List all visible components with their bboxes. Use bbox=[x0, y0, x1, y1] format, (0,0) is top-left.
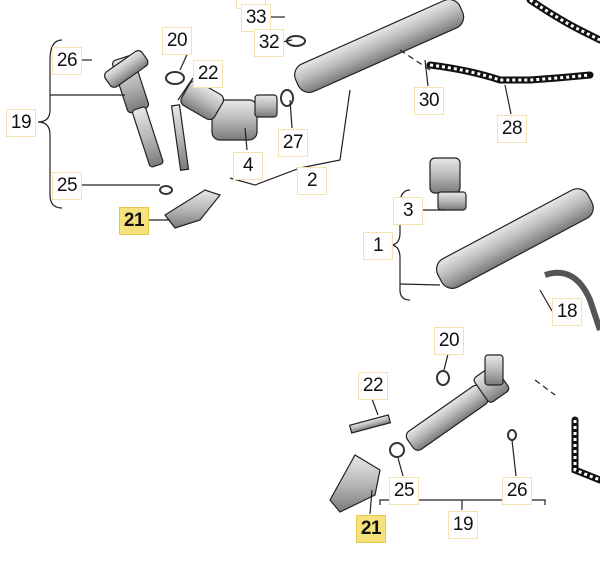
callout-19-upper[interactable]: 19 bbox=[6, 109, 36, 137]
bolt-lower bbox=[348, 414, 392, 434]
callout-4[interactable]: 4 bbox=[233, 152, 263, 180]
injector-lower-connector bbox=[484, 354, 504, 386]
callout-25-upper[interactable]: 25 bbox=[52, 172, 82, 200]
callout-20-upper[interactable]: 20 bbox=[162, 27, 192, 55]
callout-19-lower[interactable]: 19 bbox=[448, 511, 478, 539]
callout-2[interactable]: 2 bbox=[297, 167, 327, 195]
callout-27[interactable]: 27 bbox=[278, 129, 308, 157]
callout-26-lower[interactable]: 26 bbox=[502, 477, 532, 505]
clamp-lower bbox=[329, 454, 381, 513]
injector-upper-head bbox=[104, 50, 149, 88]
callout-32[interactable]: 32 bbox=[254, 29, 284, 57]
callout-21-upper-highlighted[interactable]: 21 bbox=[119, 207, 149, 235]
callout-21-lower-highlighted[interactable]: 21 bbox=[356, 515, 386, 543]
hose-lower bbox=[571, 416, 600, 484]
clamp-upper bbox=[164, 189, 222, 229]
hose-28 bbox=[426, 61, 594, 84]
bolt-upper bbox=[170, 104, 190, 171]
callout-25-lower[interactable]: 25 bbox=[389, 477, 419, 505]
callout-1[interactable]: 1 bbox=[363, 232, 393, 260]
callout-33[interactable]: 33 bbox=[241, 4, 271, 32]
callout-20-lower[interactable]: 20 bbox=[434, 327, 464, 355]
callout-3[interactable]: 3 bbox=[393, 197, 423, 225]
fuel-rail-lower bbox=[435, 188, 594, 289]
callout-26-upper[interactable]: 26 bbox=[52, 47, 82, 75]
callout-18[interactable]: 18 bbox=[552, 298, 582, 326]
callout-22-upper[interactable]: 22 bbox=[193, 60, 223, 88]
callout-22-lower[interactable]: 22 bbox=[358, 372, 388, 400]
line-18 bbox=[544, 269, 600, 331]
callout-28[interactable]: 28 bbox=[497, 115, 527, 143]
callout-30[interactable]: 30 bbox=[414, 87, 444, 115]
fuel-rail-upper bbox=[294, 0, 465, 93]
pressure-sensor bbox=[429, 157, 467, 211]
